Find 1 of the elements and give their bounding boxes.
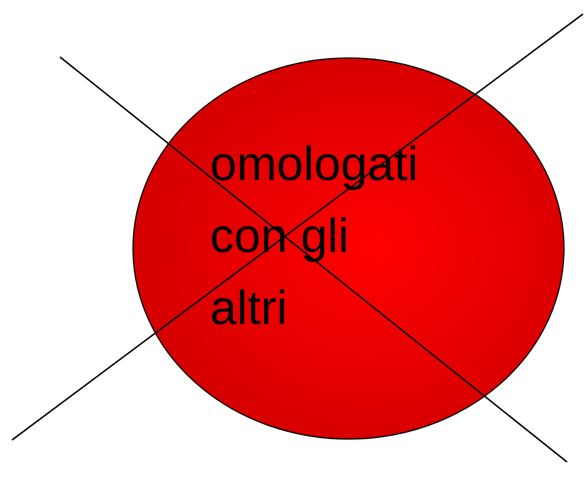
- ellipse-node: [132, 57, 565, 440]
